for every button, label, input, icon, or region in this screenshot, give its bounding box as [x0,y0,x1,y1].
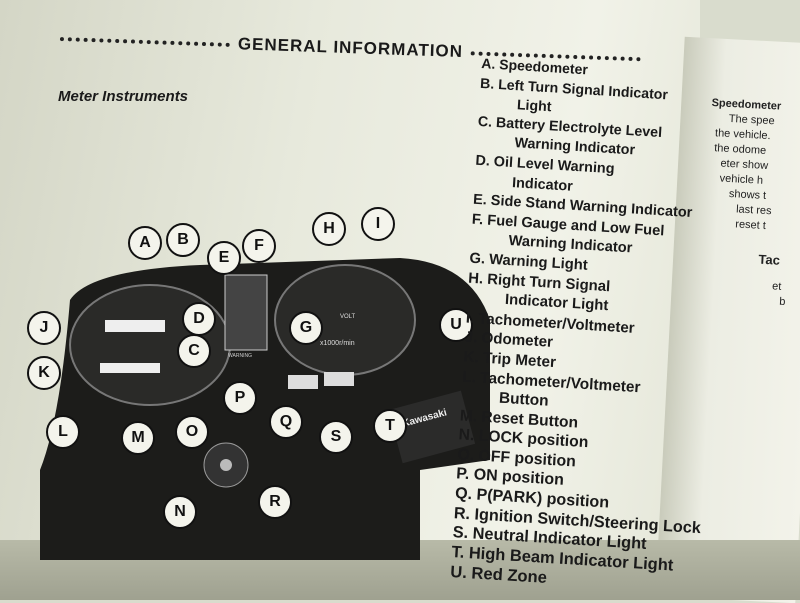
callout-t: T [373,409,407,443]
right-heading-2: Tac [758,251,781,268]
callout-a: A [128,226,162,260]
callout-e: E [207,241,241,275]
svg-text:x1000r/min: x1000r/min [320,340,355,347]
callout-g: G [289,311,323,345]
callout-b: B [166,223,200,257]
right-page-line: et [771,280,782,293]
callout-l: L [46,415,80,449]
callout-d: D [182,302,216,336]
svg-text:VOLT: VOLT [340,314,356,320]
right-page-line: reset t [734,218,767,232]
callout-p: P [223,381,257,415]
callout-u: U [439,308,473,342]
callout-n: N [163,495,197,529]
callout-q: Q [269,405,303,439]
callout-m: M [121,421,155,455]
callout-h: H [312,212,346,246]
callout-i: I [361,207,395,241]
callout-k: K [27,356,61,390]
section-title: Meter Instruments [58,88,189,105]
callout-c: C [177,334,211,368]
svg-text:WARNING: WARNING [228,353,252,359]
right-page-line: b [779,295,786,309]
callout-f: F [242,229,276,263]
callout-r: R [258,485,292,519]
callout-s: S [319,420,353,454]
callout-j: J [27,311,61,345]
callout-o: O [175,415,209,449]
